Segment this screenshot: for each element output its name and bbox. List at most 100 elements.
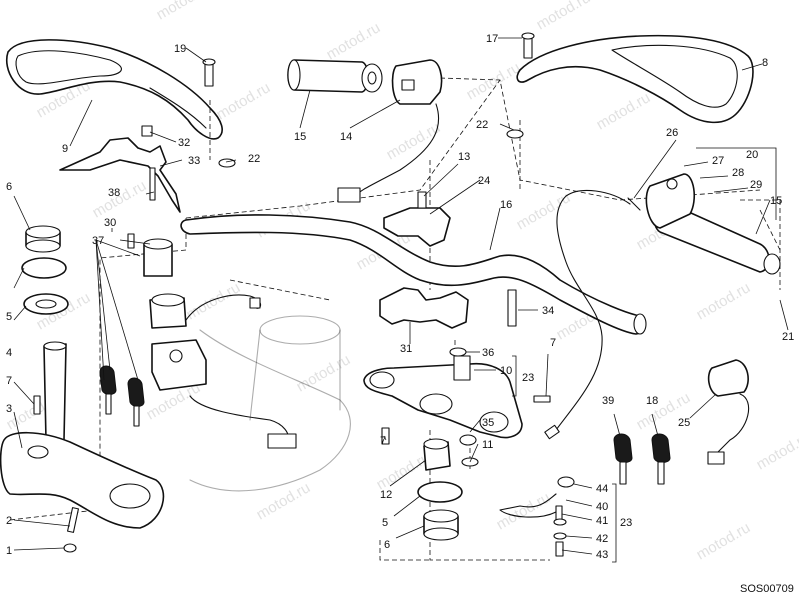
callout-31: 31 — [400, 343, 412, 355]
callout-3: 3 — [6, 403, 12, 415]
callout-39: 39 — [602, 395, 614, 407]
callout-4: 4 — [6, 347, 12, 359]
callout-26: 26 — [666, 127, 678, 139]
washer-22-left — [218, 158, 236, 168]
callout-24: 24 — [478, 175, 490, 187]
key-39 — [613, 433, 633, 485]
callout-1: 1 — [6, 545, 12, 557]
watermark-text: motod.ru — [754, 429, 799, 473]
mirror-bolt-left — [202, 58, 216, 87]
callout-22-right: 22 — [476, 119, 488, 131]
callout-7-right: 7 — [550, 337, 556, 349]
callout-5-left: 5 — [6, 311, 12, 323]
washer-22-right — [506, 129, 524, 139]
nut-1 — [63, 543, 77, 553]
watermark-text: motod.ru — [594, 89, 654, 133]
ring-4-left-inner — [35, 299, 57, 309]
seal-5-center — [417, 481, 463, 503]
throttle-grip — [645, 173, 781, 275]
bearing-12 — [423, 438, 451, 471]
watermark-text: motod.ru — [324, 19, 384, 63]
callout-35: 35 — [482, 417, 494, 429]
callout-6-left: 6 — [6, 181, 12, 193]
mirror-bolt-right — [521, 32, 535, 59]
callout-22-left: 22 — [248, 153, 260, 165]
callout-28: 28 — [732, 167, 744, 179]
callout-34: 34 — [542, 305, 554, 317]
mirror-right — [516, 34, 754, 124]
bolt-2 — [67, 507, 79, 533]
grip-left — [287, 59, 383, 93]
watermark-text: motod.ru — [534, 0, 594, 33]
callout-29: 29 — [750, 179, 762, 191]
group-brackets — [111, 147, 777, 563]
callout-5-center: 5 — [382, 517, 388, 529]
bearing-6-center — [423, 509, 459, 541]
callout-25: 25 — [678, 417, 690, 429]
watermark-text: motod.ru — [694, 279, 754, 323]
callout-18: 18 — [646, 395, 658, 407]
callout-17: 17 — [486, 33, 498, 45]
watermark-text: motod.ru — [154, 0, 214, 23]
callout-7-left: 7 — [6, 375, 12, 387]
bolt-7-left — [33, 395, 41, 415]
frame-outline — [189, 315, 351, 492]
callout-13: 13 — [458, 151, 470, 163]
watermark-text: motod.ru — [294, 351, 354, 395]
key-left-2 — [127, 377, 145, 427]
callout-labels: 1 2 3 4 5 5 6 6 7 7 7 8 9 10 11 12 13 14… — [6, 33, 794, 561]
steering-stem — [43, 341, 67, 441]
watermark-text: motod.ru — [254, 479, 314, 523]
bracket-40-44 — [499, 476, 575, 557]
watermark-text: motod.ru — [214, 79, 274, 123]
nut-36 — [449, 347, 467, 357]
handlebar — [180, 214, 647, 335]
ignition-switch-assembly — [127, 233, 297, 449]
callout-7-center: 7 — [380, 435, 386, 447]
callout-21: 21 — [782, 331, 794, 343]
nut-35 — [459, 434, 477, 446]
callout-15-right: 15 — [770, 195, 782, 207]
callout-30: 30 — [104, 217, 116, 229]
left-switch-assembly — [337, 59, 443, 203]
bearing-6-left — [25, 225, 61, 253]
lower-clamp — [379, 287, 469, 329]
callout-11: 11 — [482, 439, 493, 451]
callout-23-upper: 23 — [522, 372, 534, 384]
callout-12: 12 — [380, 489, 392, 501]
callout-9: 9 — [62, 143, 68, 155]
bolt-34 — [507, 289, 517, 327]
callout-19: 19 — [174, 43, 186, 55]
callout-43: 43 — [596, 549, 608, 561]
callout-27: 27 — [712, 155, 724, 167]
callout-2: 2 — [6, 515, 12, 527]
key-left-1 — [99, 365, 117, 415]
callout-42: 42 — [596, 533, 608, 545]
throttle-cable — [544, 189, 641, 440]
bolt-7-center — [381, 427, 390, 445]
callout-20: 20 — [746, 149, 758, 161]
callout-16: 16 — [500, 199, 512, 211]
callout-8: 8 — [762, 57, 768, 69]
watermark-text: motod.ru — [90, 177, 150, 221]
diagram-code: SOS00709 — [740, 583, 794, 595]
callout-37: 37 — [92, 235, 104, 247]
leader-lines — [13, 37, 789, 555]
upper-clamp — [383, 191, 451, 247]
callout-14: 14 — [340, 131, 352, 143]
watermark-text: motod.ru — [184, 279, 244, 323]
watermark-text: motod.ru — [694, 519, 754, 563]
callout-44: 44 — [596, 483, 608, 495]
right-switch-assembly — [707, 359, 750, 465]
bolt-7-right — [533, 395, 551, 403]
callout-15-left: 15 — [294, 131, 306, 143]
upper-triple-clamp — [363, 355, 523, 439]
callout-23-lower: 23 — [620, 517, 632, 529]
callout-36: 36 — [482, 347, 494, 359]
seal-5-left — [21, 257, 67, 279]
clutch-bracket — [59, 125, 181, 213]
watermark-text: motod.ru — [514, 189, 574, 233]
callout-33: 33 — [188, 155, 200, 167]
callout-40: 40 — [596, 501, 608, 513]
